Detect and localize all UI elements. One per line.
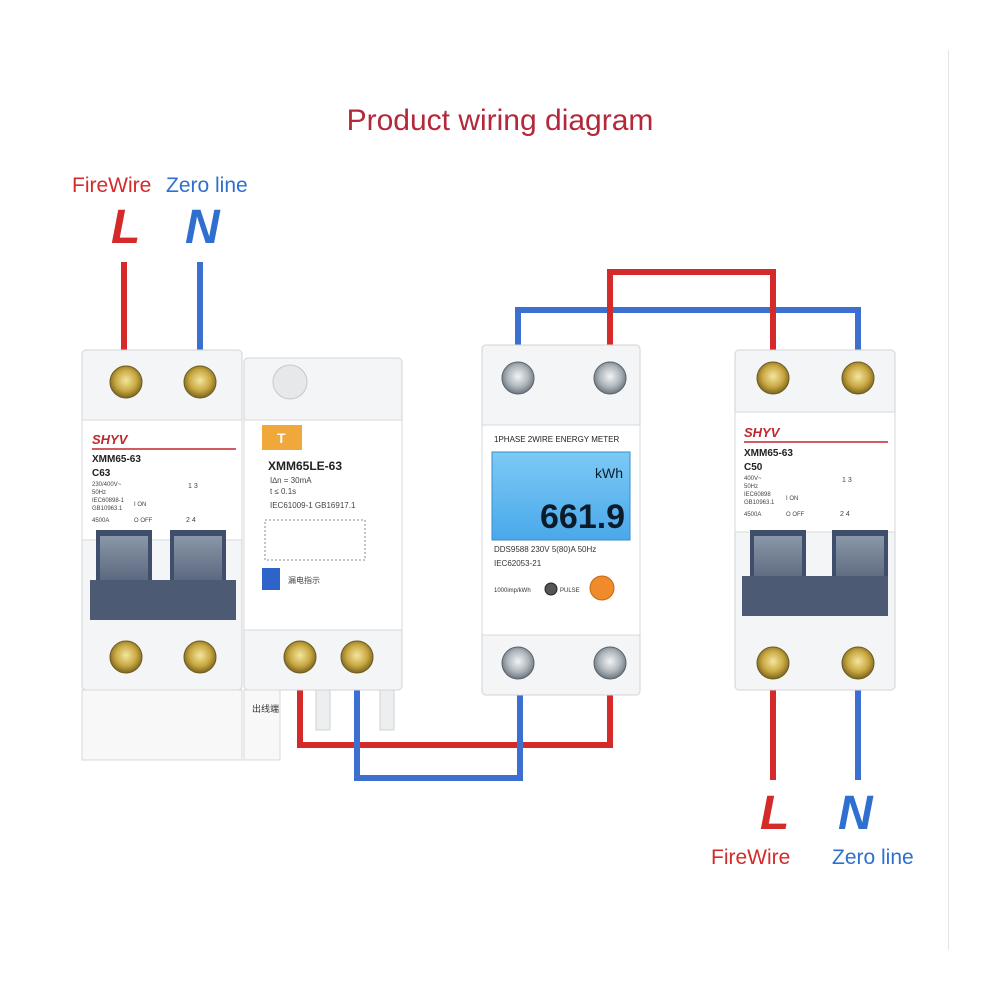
- svg-text:50Hz: 50Hz: [92, 490, 106, 496]
- svg-text:PULSE: PULSE: [560, 588, 580, 594]
- svg-text:I ON: I ON: [134, 502, 146, 508]
- svg-text:GB10963.1: GB10963.1: [744, 500, 775, 506]
- svg-text:2 4: 2 4: [840, 511, 850, 518]
- svg-text:DDS9588 230V 5(80)A 50Hz: DDS9588 230V 5(80)A 50Hz: [494, 545, 596, 554]
- screw-icon: [501, 361, 535, 395]
- input-live-letter: L: [111, 201, 141, 254]
- right-breaker: SHYV XMM65-63 C50 400V~ 50Hz IEC60898 GB…: [734, 349, 896, 691]
- right-model: XMM65-63: [744, 448, 793, 459]
- svg-text:1000imp/kWh: 1000imp/kWh: [494, 588, 531, 594]
- svg-text:230/400V~: 230/400V~: [92, 482, 122, 488]
- svg-text:1 3: 1 3: [842, 477, 852, 484]
- output-live-label: FireWire: [711, 846, 791, 869]
- screw-icon: [756, 361, 790, 395]
- right-brand: SHYV: [744, 425, 781, 440]
- meter-live-to-breaker: [607, 269, 776, 360]
- outlet-label: 出线端: [252, 703, 279, 714]
- svg-text:IEC60898: IEC60898: [744, 492, 771, 498]
- output-live-letter: L: [760, 787, 790, 840]
- svg-text:4500A: 4500A: [744, 512, 761, 518]
- svg-text:t ≤ 0.1s: t ≤ 0.1s: [270, 487, 296, 496]
- svg-text:1 3: 1 3: [188, 483, 198, 490]
- svg-text:O OFF: O OFF: [786, 512, 805, 518]
- screw-icon: [109, 640, 143, 674]
- rcd-badge: T: [277, 430, 286, 446]
- pulse-led-icon: [544, 582, 558, 596]
- input-neutral-label: Zero line: [166, 174, 248, 197]
- screw-icon: [841, 646, 875, 680]
- rcd-model: XMM65LE-63: [268, 459, 342, 473]
- energy-meter: 1PHASE 2WIRE ENERGY METER kWh 661.9 DDS9…: [481, 344, 641, 696]
- input-neutral-letter: N: [185, 201, 220, 254]
- page-title: Product wiring diagram: [346, 104, 654, 137]
- output-neutral-label: Zero line: [832, 846, 914, 869]
- screw-icon: [756, 646, 790, 680]
- svg-text:O OFF: O OFF: [134, 518, 153, 524]
- svg-text:50Hz: 50Hz: [744, 484, 758, 490]
- wires: [121, 262, 861, 781]
- meter-header: 1PHASE 2WIRE ENERGY METER: [494, 435, 619, 444]
- svg-text:2 4: 2 4: [186, 517, 196, 524]
- right-rating: C50: [744, 462, 763, 473]
- meter-neutral-to-breaker: [515, 307, 861, 360]
- output-neutral-letter: N: [838, 787, 873, 840]
- screw-icon: [593, 646, 627, 680]
- svg-text:GB10963.1: GB10963.1: [92, 506, 123, 512]
- edge-divider: [948, 50, 949, 950]
- meter-unit: kWh: [595, 465, 623, 481]
- screw-icon: [283, 640, 317, 674]
- svg-text:漏电指示: 漏电指示: [288, 575, 320, 585]
- svg-text:IEC61009-1 GB16917.1: IEC61009-1 GB16917.1: [270, 501, 356, 510]
- input-live-label: FireWire: [72, 174, 152, 197]
- svg-text:IEC60898-1: IEC60898-1: [92, 498, 125, 504]
- screw-icon: [501, 646, 535, 680]
- left-breaker: SHYV XMM65-63 C63 230/400V~ 50Hz IEC6089…: [81, 349, 243, 761]
- svg-text:400V~: 400V~: [744, 476, 762, 482]
- screw-icon: [841, 361, 875, 395]
- svg-text:I ON: I ON: [786, 496, 798, 502]
- meter-reading: 661.9: [540, 498, 625, 536]
- screw-icon: [340, 640, 374, 674]
- screw-icon: [183, 365, 217, 399]
- left-model: XMM65-63: [92, 454, 141, 465]
- screw-icon: [109, 365, 143, 399]
- screw-icon: [593, 361, 627, 395]
- left-rating: C63: [92, 468, 111, 479]
- rcd-live-to-meter: [297, 690, 613, 748]
- meter-button: [589, 575, 615, 601]
- rcd-neutral-to-meter: [354, 690, 523, 781]
- rcd-module: T XMM65LE-63 I∆n = 30mA t ≤ 0.1s IEC6100…: [243, 357, 403, 761]
- svg-text:IEC62053-21: IEC62053-21: [494, 559, 542, 568]
- svg-text:I∆n = 30mA: I∆n = 30mA: [270, 476, 312, 485]
- screw-icon: [183, 640, 217, 674]
- left-brand: SHYV: [92, 432, 129, 447]
- svg-text:4500A: 4500A: [92, 518, 109, 524]
